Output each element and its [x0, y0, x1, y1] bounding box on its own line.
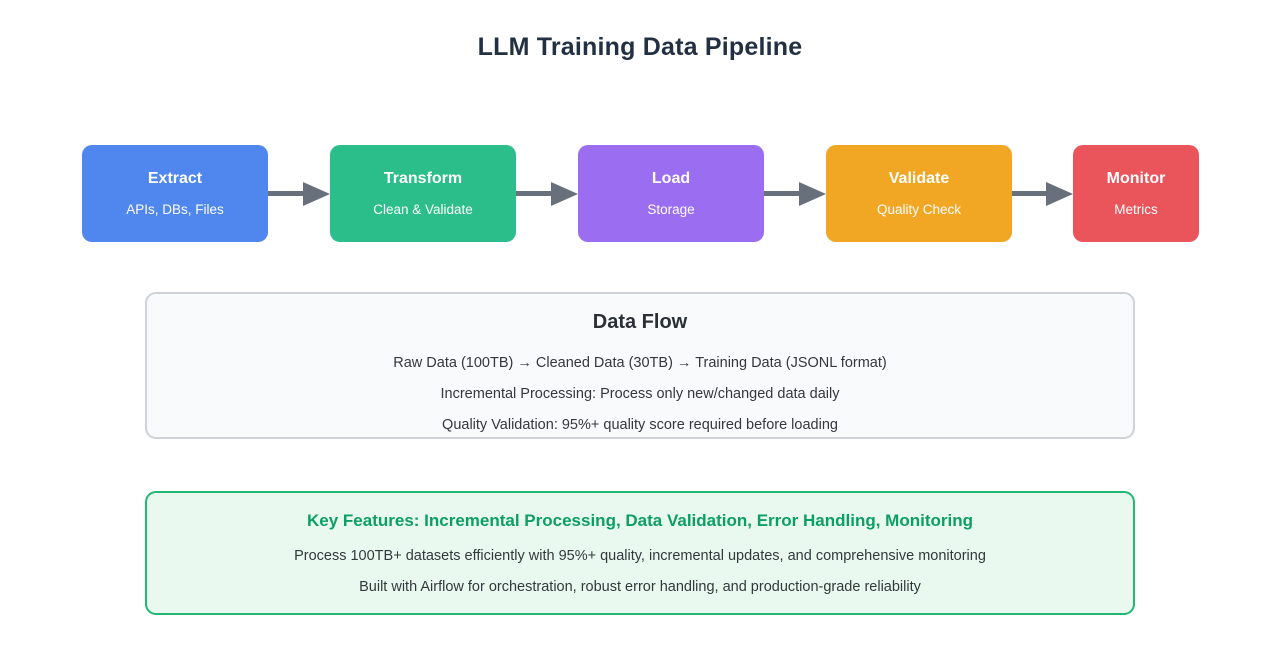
- arrow-shaft: [516, 191, 551, 196]
- data-flow-panel: Data Flow Raw Data (100TB) → Cleaned Dat…: [145, 292, 1135, 439]
- data-flow-line: Raw Data (100TB) → Cleaned Data (30TB) →…: [393, 355, 887, 371]
- arrow-shaft: [764, 191, 799, 196]
- stage-subtitle: Quality Check: [876, 201, 962, 217]
- pipeline-stage-transform: Transform Clean & Validate: [330, 145, 516, 242]
- flow-arrow: [1012, 181, 1073, 206]
- data-flow-title: Data Flow: [592, 311, 688, 333]
- stage-title: Monitor: [1106, 169, 1166, 187]
- stage-subtitle: APIs, DBs, Files: [126, 201, 224, 217]
- arrow-head-icon: [303, 181, 330, 206]
- pipeline-stage-monitor: Monitor Metrics: [1073, 145, 1199, 242]
- key-features-line: Built with Airflow for orchestration, ro…: [359, 579, 921, 595]
- data-flow-line: Incremental Processing: Process only new…: [440, 386, 840, 402]
- flow-arrow: [516, 181, 578, 206]
- data-flow-lines: Raw Data (100TB) → Cleaned Data (30TB) →…: [147, 348, 1133, 441]
- flow-arrow: [268, 181, 330, 206]
- pipeline-stage-extract: Extract APIs, DBs, Files: [82, 145, 268, 242]
- flow-arrow: [764, 181, 826, 206]
- arrow-head-icon: [799, 181, 826, 206]
- stage-subtitle: Metrics: [1114, 201, 1158, 217]
- key-features-line: Process 100TB+ datasets efficiently with…: [294, 548, 986, 564]
- stage-title: Transform: [383, 169, 463, 187]
- arrow-head-icon: [1046, 181, 1073, 206]
- stage-title: Extract: [147, 169, 203, 187]
- arrow-shaft: [1012, 191, 1046, 196]
- arrow-shaft: [268, 191, 303, 196]
- stage-subtitle: Storage: [647, 201, 695, 217]
- key-features-title: Key Features: Incremental Processing, Da…: [307, 511, 973, 530]
- arrow-head-icon: [551, 181, 578, 206]
- data-flow-line: Quality Validation: 95%+ quality score r…: [442, 417, 838, 433]
- key-features-panel: Key Features: Incremental Processing, Da…: [145, 491, 1135, 615]
- page-title: LLM Training Data Pipeline: [477, 33, 803, 61]
- stage-subtitle: Clean & Validate: [373, 201, 473, 217]
- pipeline-stage-validate: Validate Quality Check: [826, 145, 1012, 242]
- pipeline-stage-load: Load Storage: [578, 145, 764, 242]
- stage-title: Validate: [888, 169, 950, 187]
- key-features-lines: Process 100TB+ datasets efficiently with…: [147, 541, 1133, 603]
- stage-title: Load: [651, 169, 691, 187]
